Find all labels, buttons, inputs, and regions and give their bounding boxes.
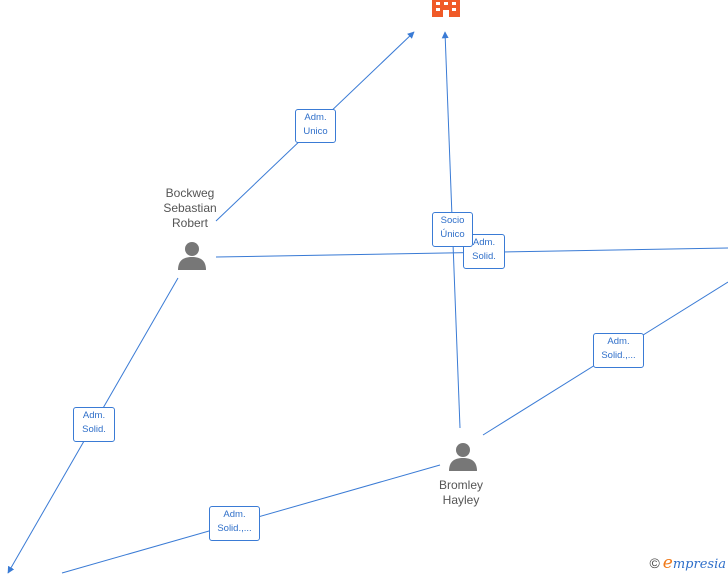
edge-label-line: Adm. <box>607 336 630 347</box>
name-line: Bockweg <box>165 186 215 200</box>
edge-label-line: Solid. <box>82 424 106 435</box>
person-icon[interactable] <box>177 240 207 270</box>
edge-label-line: Único <box>440 229 465 240</box>
name-line: Sebastian <box>163 201 217 215</box>
building-icon[interactable] <box>431 0 461 18</box>
copyright-symbol: © <box>649 555 660 571</box>
edge-label-line: Solid. <box>472 251 496 262</box>
edge-label-adm-solid-left[interactable]: Adm. Solid. <box>73 407 115 442</box>
footer-brand: © empresia <box>649 553 726 573</box>
edge-label-line: Adm. <box>472 237 496 248</box>
edge-label-socio-unico[interactable]: Socio Único <box>432 212 473 247</box>
brand-logo[interactable]: empresia <box>663 553 726 573</box>
edge-label-adm-solid-right[interactable]: Adm. Solid.,... <box>593 333 644 368</box>
edge-label-line: Solid.,... <box>601 350 636 361</box>
edge-label-line: Socio <box>440 215 465 226</box>
brand-name: mpresia <box>672 557 726 572</box>
person-name-bockweg[interactable]: Bockweg Sebastian Robert <box>150 186 230 231</box>
person-name-bromley[interactable]: Bromley Hayley <box>421 478 501 508</box>
name-line: Robert <box>171 216 209 230</box>
name-line: Bromley <box>438 478 483 492</box>
edge-label-adm-solid-bottom[interactable]: Adm. Solid.,... <box>209 506 260 541</box>
edge-label-line: Unico <box>303 126 328 137</box>
edge-label-line: Adm. <box>223 509 246 520</box>
edge-label-line: Solid.,... <box>217 523 252 534</box>
edge-label-line: Adm. <box>82 410 106 421</box>
brand-initial: e <box>662 553 673 573</box>
person-icon[interactable] <box>448 441 478 471</box>
name-line: Hayley <box>442 493 480 507</box>
edge-label-line: Adm. <box>304 112 327 123</box>
edge-label-adm-unico[interactable]: Adm. Unico <box>295 109 336 143</box>
